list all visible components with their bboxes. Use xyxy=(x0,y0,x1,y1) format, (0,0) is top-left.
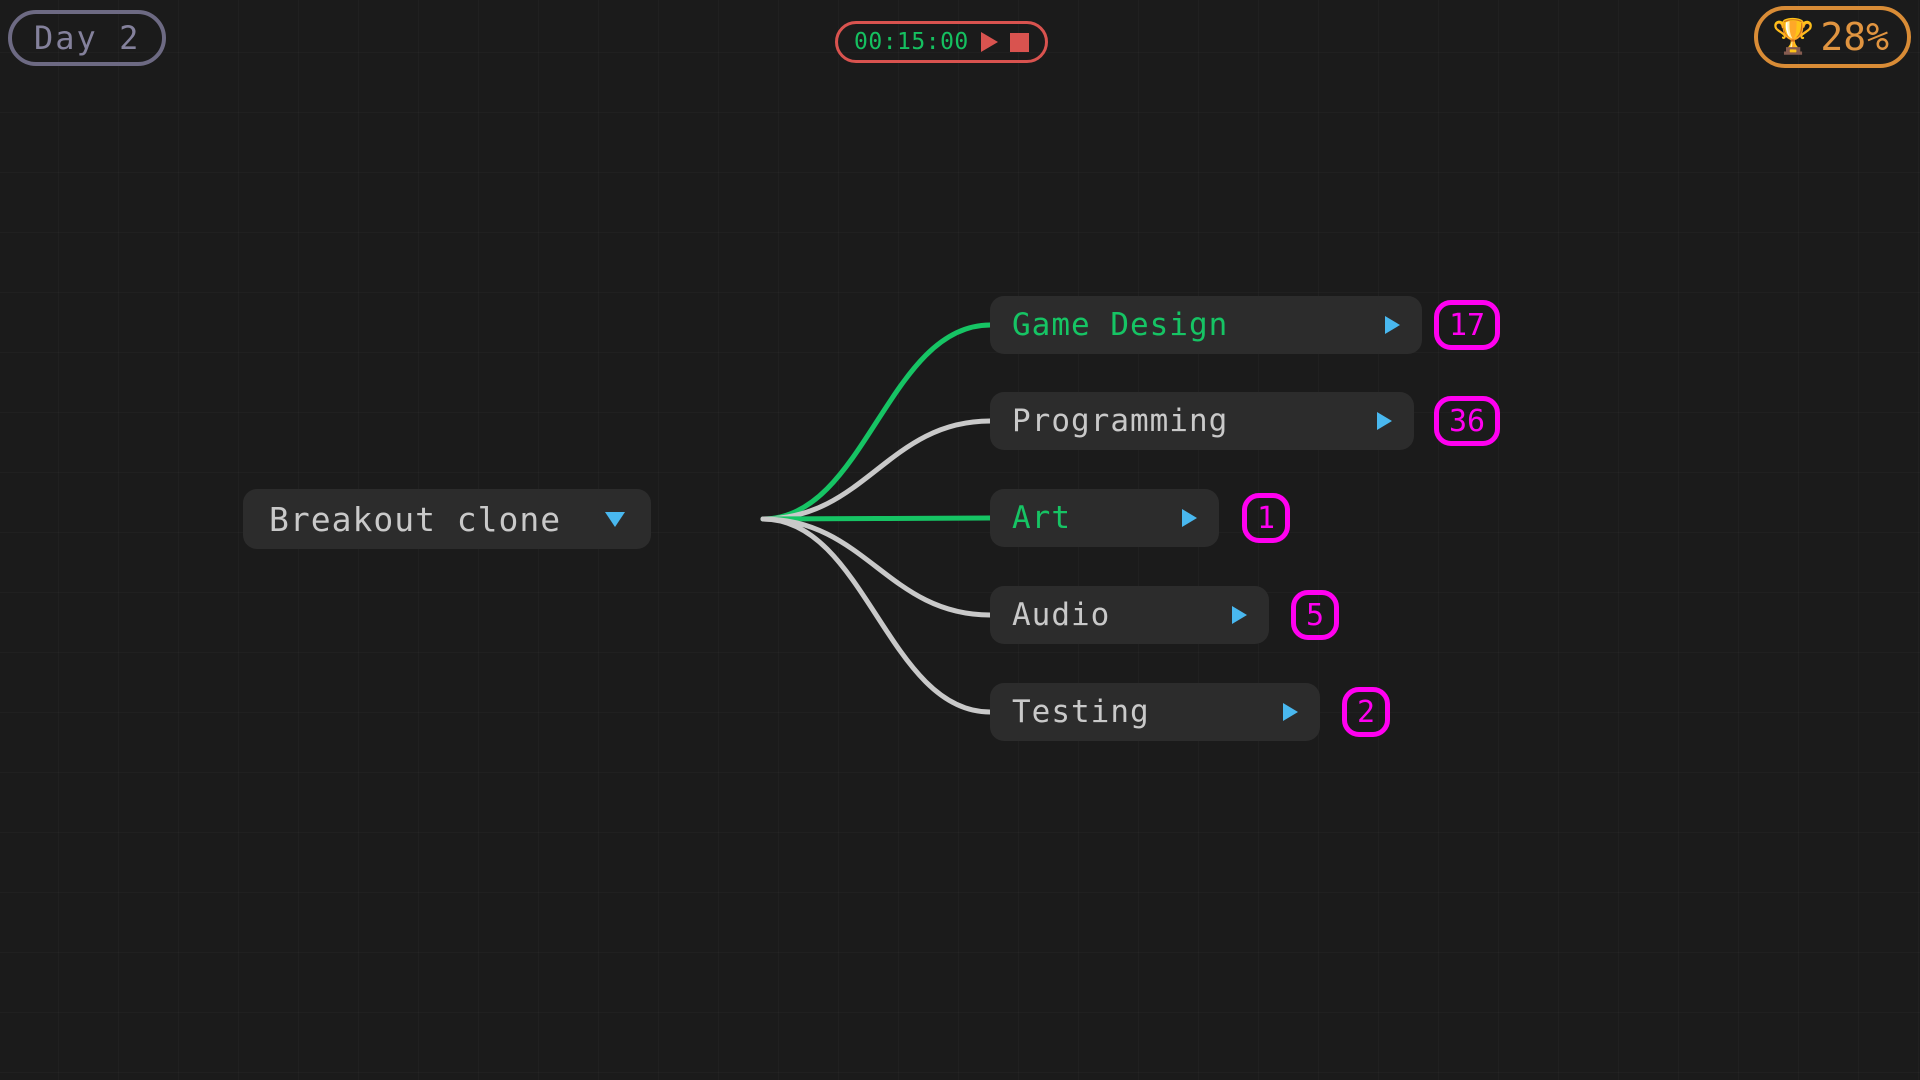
branch-count-badge[interactable]: 36 xyxy=(1434,396,1501,446)
chevron-right-icon[interactable] xyxy=(1377,412,1392,430)
chevron-right-icon[interactable] xyxy=(1232,606,1247,624)
mindmap-branch-node[interactable]: Programming xyxy=(990,392,1414,450)
branch-count-badge[interactable]: 1 xyxy=(1242,493,1291,543)
mindmap-branch-node[interactable]: Art xyxy=(990,489,1219,547)
progress-score-badge: 🏆 28% xyxy=(1754,6,1911,68)
timer-value: 00:15:00 xyxy=(854,29,969,55)
branch-node-label: Testing xyxy=(1012,694,1150,730)
day-counter-badge: Day 2 xyxy=(8,10,167,66)
branch-node-label: Audio xyxy=(1012,597,1111,633)
stop-square-icon[interactable] xyxy=(1009,32,1029,52)
branch-count-badge[interactable]: 17 xyxy=(1434,300,1501,350)
chevron-right-icon[interactable] xyxy=(1385,316,1400,334)
chevron-down-icon[interactable] xyxy=(605,511,626,527)
branch-count-badge[interactable]: 5 xyxy=(1291,590,1340,640)
root-node-label: Breakout clone xyxy=(269,499,562,539)
branch-node-label: Art xyxy=(1012,500,1071,536)
day-counter-label: Day 2 xyxy=(34,19,141,57)
mindmap-root-node[interactable]: Breakout clone xyxy=(243,489,652,549)
branch-node-label: Programming xyxy=(1012,403,1229,439)
mindmap-branch-node[interactable]: Audio xyxy=(990,586,1269,644)
mindmap-edge xyxy=(760,418,993,522)
branch-count-badge[interactable]: 2 xyxy=(1342,687,1391,737)
branch-node-label: Game Design xyxy=(1012,307,1229,343)
progress-percent-label: 28% xyxy=(1820,15,1889,59)
mindmap-edge xyxy=(760,516,993,715)
chevron-right-icon[interactable] xyxy=(1182,509,1197,527)
mindmap-edge xyxy=(760,515,993,522)
trophy-icon: 🏆 xyxy=(1772,17,1815,57)
chevron-right-icon[interactable] xyxy=(1283,703,1298,721)
mindmap-branch-node[interactable]: Testing xyxy=(990,683,1320,741)
mindmap-edge xyxy=(760,322,993,522)
mindmap-edge xyxy=(760,516,993,618)
mindmap-branch-node[interactable]: Game Design xyxy=(990,296,1422,354)
play-triangle-icon[interactable] xyxy=(980,32,998,52)
session-timer[interactable]: 00:15:00 xyxy=(835,21,1048,63)
